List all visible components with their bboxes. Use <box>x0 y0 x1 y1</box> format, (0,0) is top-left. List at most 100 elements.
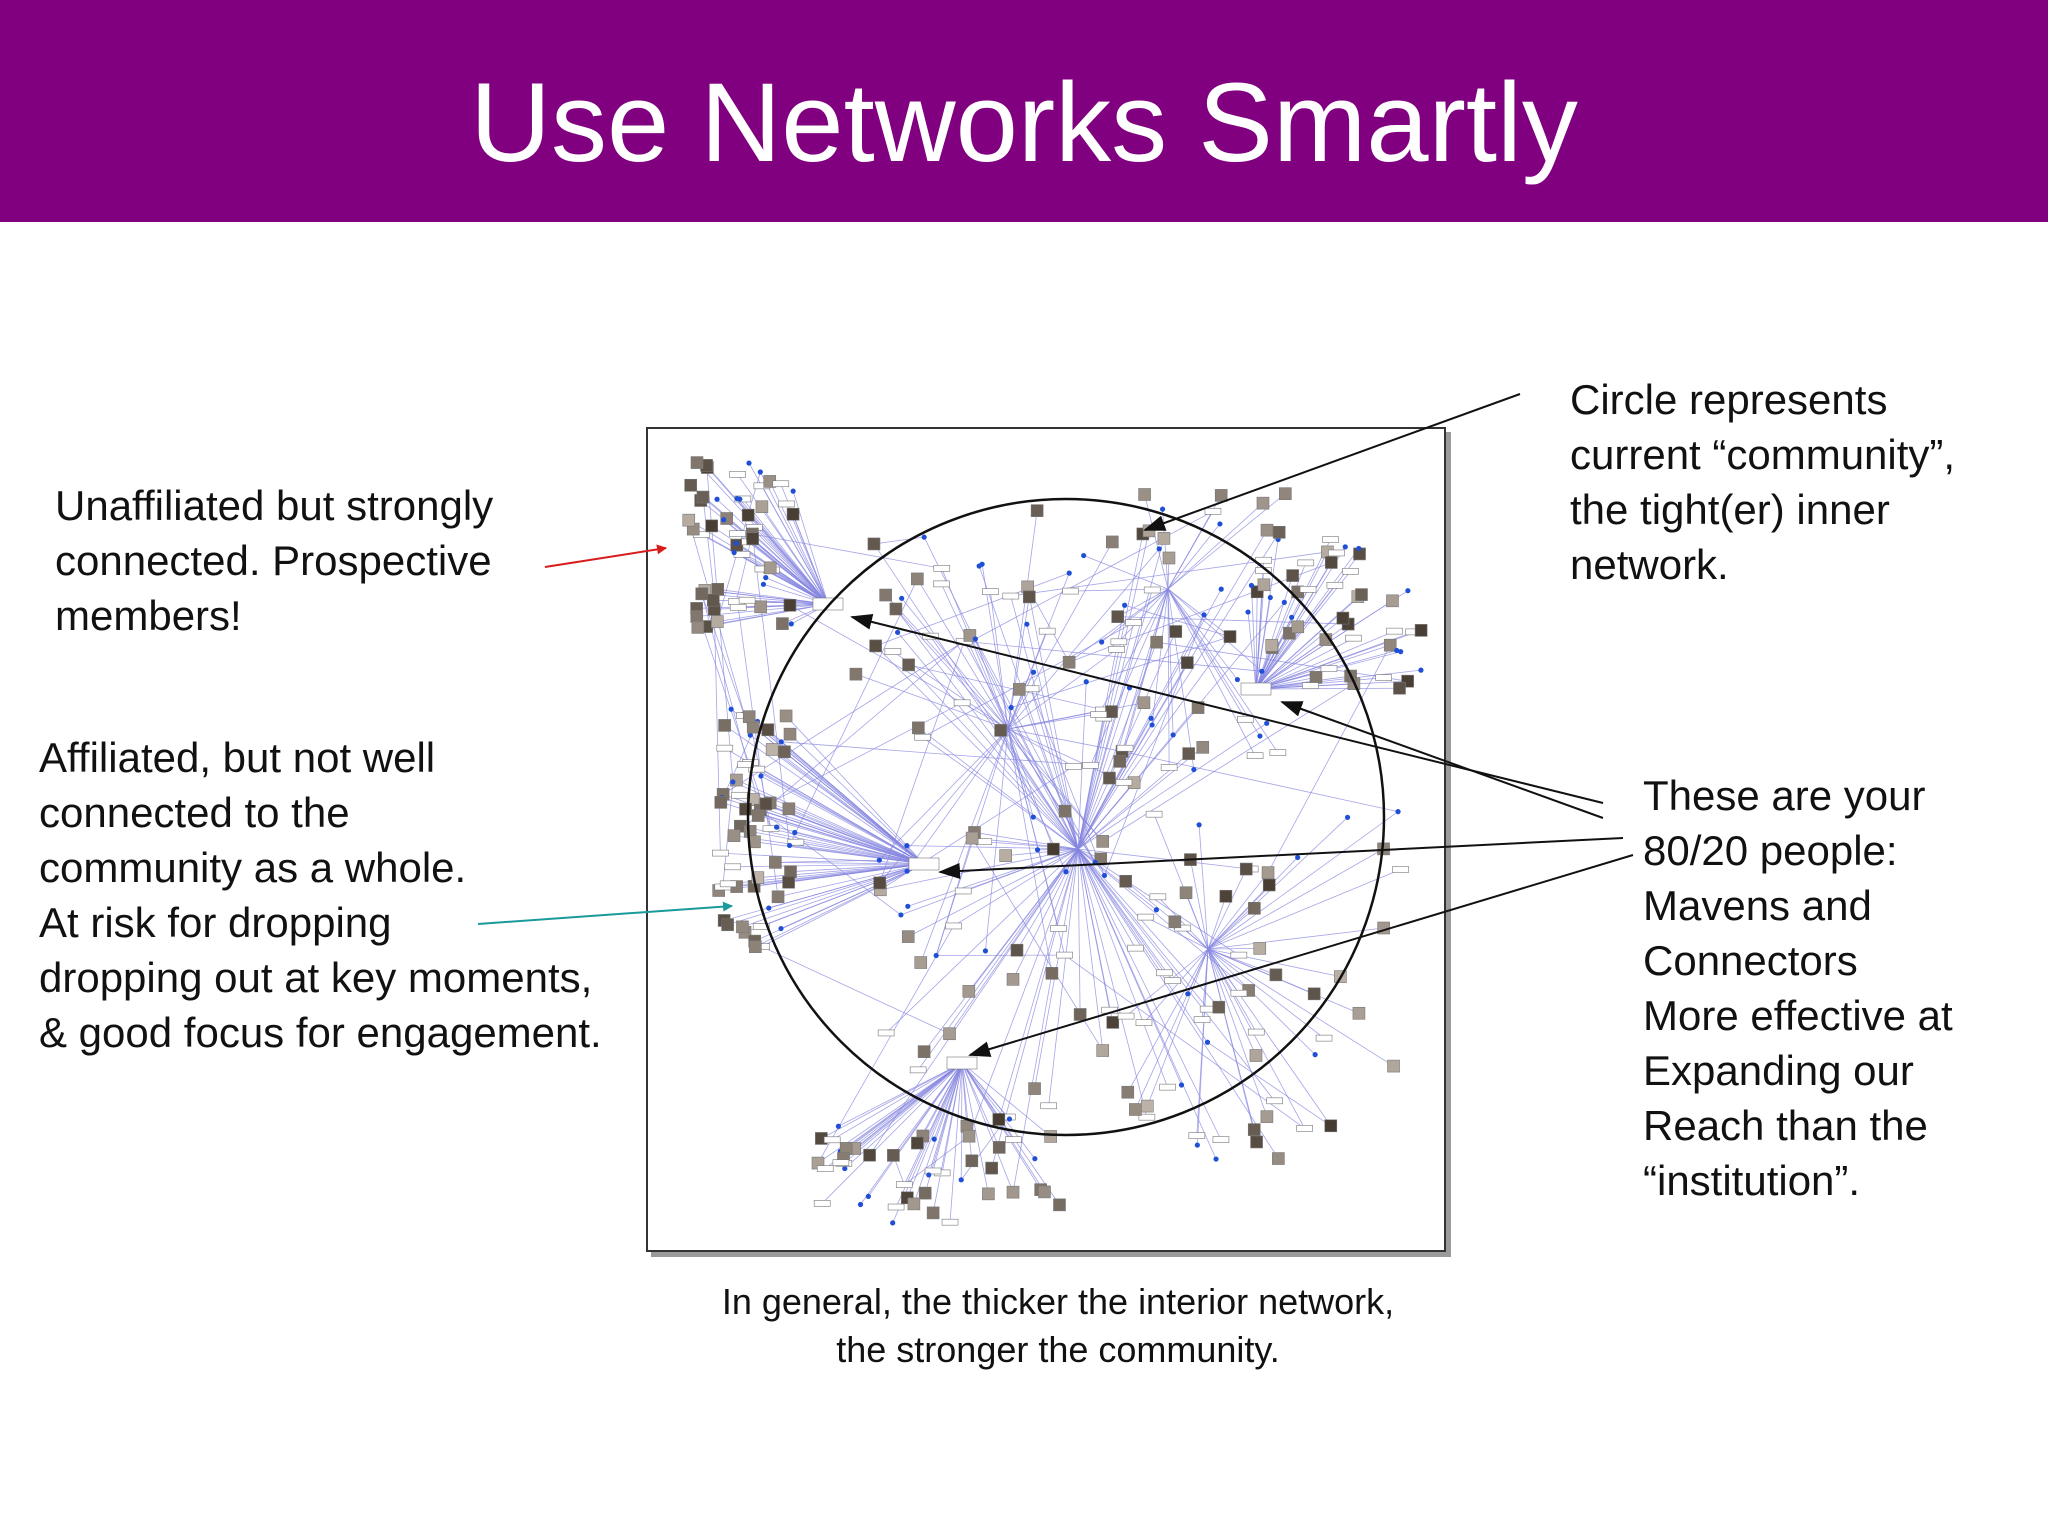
network-node <box>772 480 790 488</box>
network-node <box>1230 951 1248 959</box>
network-node <box>1322 536 1339 543</box>
network-node <box>1127 944 1144 952</box>
network-node <box>1249 1049 1263 1062</box>
network-node <box>1191 766 1197 773</box>
network-edge <box>1167 588 1256 756</box>
network-node <box>879 588 892 602</box>
network-node <box>1204 1039 1211 1045</box>
network-node <box>786 507 800 521</box>
network-node <box>979 561 985 567</box>
network-node <box>992 1141 1006 1154</box>
network-node <box>898 912 904 918</box>
network-node <box>1099 639 1105 645</box>
network-node <box>982 948 989 954</box>
network-node <box>849 667 863 681</box>
network-edge <box>776 826 925 865</box>
network-node <box>1324 556 1338 569</box>
network-node <box>926 1206 940 1220</box>
network-node <box>749 940 762 954</box>
network-edge <box>1207 869 1401 950</box>
network-edge <box>732 863 925 868</box>
network-node <box>729 530 746 537</box>
network-node <box>1286 569 1299 582</box>
network-edge <box>777 863 925 898</box>
network-node <box>1264 720 1270 726</box>
network-edge <box>843 1062 963 1164</box>
network-node <box>1101 872 1108 879</box>
network-node <box>1239 862 1253 876</box>
network-node <box>902 658 915 672</box>
callout-line: 80/20 people: <box>1643 827 1898 874</box>
network-node <box>779 709 793 723</box>
network-node <box>1062 587 1079 595</box>
network-edge <box>838 1062 963 1127</box>
network-edge <box>720 852 925 865</box>
network-node <box>1414 624 1428 637</box>
network-edge <box>1247 612 1257 690</box>
callout-affiliated: Affiliated, but not well connected to th… <box>39 730 602 1060</box>
network-edge <box>1255 687 1400 690</box>
network-node <box>712 849 729 857</box>
network-edge <box>903 1062 963 1185</box>
callout-line: These are your <box>1643 772 1926 819</box>
network-node <box>1279 487 1292 500</box>
network-node <box>1122 602 1128 608</box>
network-edge <box>949 1062 963 1223</box>
network-node <box>1126 685 1133 691</box>
network-node <box>1212 1000 1226 1014</box>
network-node <box>724 863 742 871</box>
network-node <box>1096 835 1110 848</box>
network-edge <box>745 808 925 865</box>
network-node <box>1062 655 1076 669</box>
network-node <box>1034 847 1041 853</box>
network-node <box>1156 546 1162 552</box>
network-node <box>962 1129 976 1143</box>
network-edge <box>770 702 963 804</box>
network-node <box>1257 733 1263 739</box>
network-node <box>1265 639 1279 652</box>
network-node <box>1117 1012 1135 1020</box>
network-edge <box>752 533 942 569</box>
network-node <box>1157 532 1171 545</box>
network-node <box>706 593 720 607</box>
network-node <box>1110 638 1128 646</box>
network-node <box>1159 1083 1176 1091</box>
network-edge <box>761 863 925 947</box>
network-node <box>905 903 911 909</box>
network-node <box>1240 682 1272 696</box>
network-node <box>1214 489 1228 502</box>
callout-line: At risk for dropping <box>39 899 392 946</box>
network-edge <box>706 465 829 605</box>
network-edge <box>1007 541 1113 730</box>
network-node <box>1204 508 1222 515</box>
network-node <box>1307 987 1321 1001</box>
network-edge <box>780 863 925 929</box>
network-edge <box>740 825 925 865</box>
network-edge <box>821 1062 963 1204</box>
network-node <box>695 587 709 601</box>
network-node <box>1047 842 1060 856</box>
network-edge <box>771 749 925 865</box>
network-edge <box>1157 896 1209 950</box>
network-edge <box>742 498 829 605</box>
network-node <box>1253 942 1267 955</box>
network-edge <box>860 1062 963 1205</box>
network-edge <box>949 848 1079 1034</box>
network-edge <box>1083 555 1169 590</box>
network-node <box>738 596 756 604</box>
network-edge <box>923 848 1079 1052</box>
network-node <box>1006 973 1020 986</box>
network-node <box>958 1177 964 1183</box>
network-node <box>911 1136 924 1150</box>
network-node <box>918 1186 932 1200</box>
network-node <box>737 761 754 768</box>
network-edge <box>750 830 925 865</box>
network-node <box>1266 1097 1283 1105</box>
network-edge <box>961 1062 989 1194</box>
network-edge <box>784 751 925 865</box>
network-node <box>711 583 725 596</box>
network-edge <box>961 1062 1051 1137</box>
network-edge <box>961 1062 973 1161</box>
network-edge <box>1143 948 1209 1023</box>
network-edge <box>821 1062 963 1139</box>
